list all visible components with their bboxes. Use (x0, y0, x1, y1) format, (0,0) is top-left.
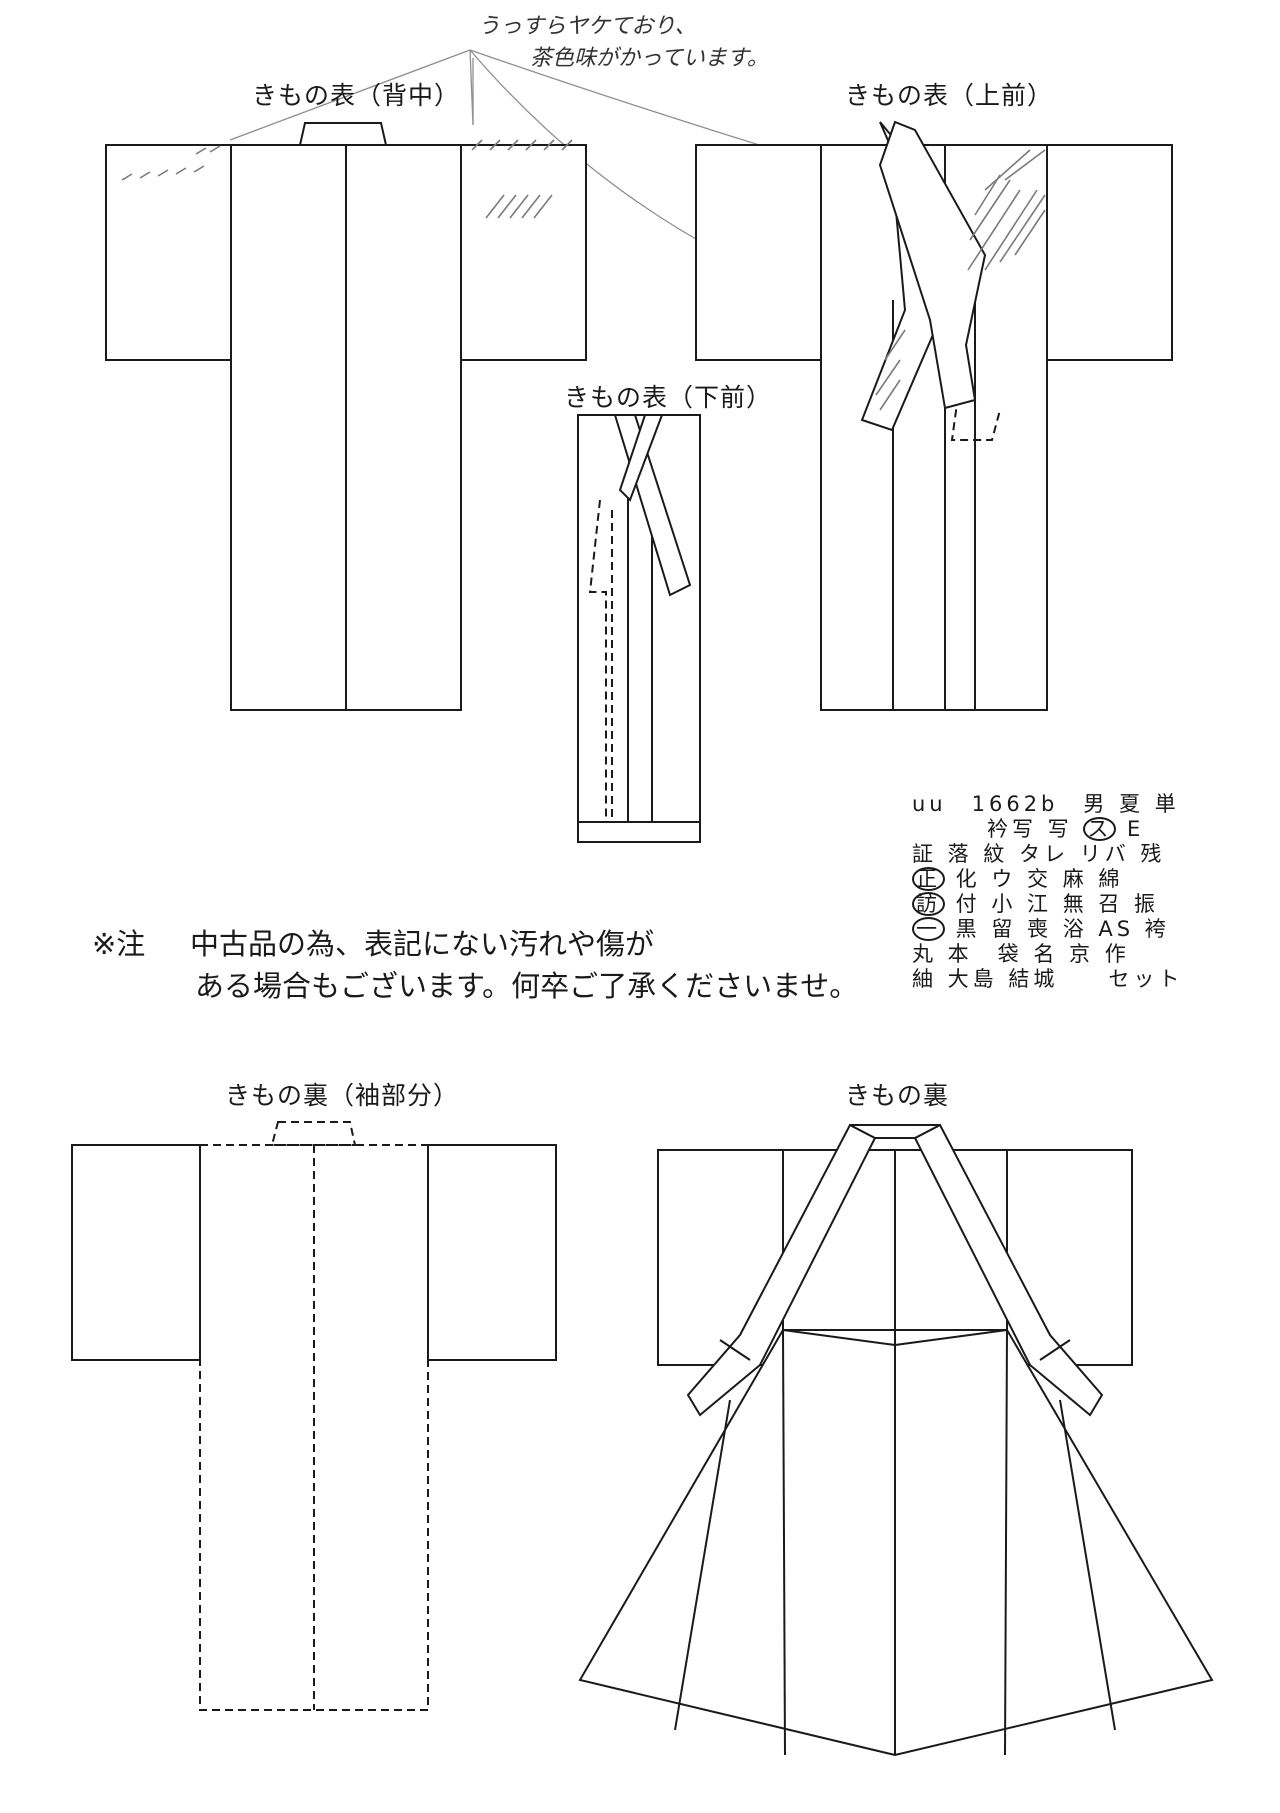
code-row: uu 1662b 男 夏 単 (912, 792, 1180, 816)
kimono-lower-front-view (577, 414, 701, 843)
label-lining: きもの裏 (845, 1081, 950, 1110)
lower-collar-b (618, 414, 664, 502)
right-sleeve (1046, 144, 1173, 361)
collar (270, 1121, 357, 1146)
left-sleeve (695, 144, 822, 361)
stain-hatch-upper-front (875, 149, 1046, 411)
left-sleeve (71, 1144, 201, 1361)
code-row: 一 黒 留 喪 浴 AS 袴 (912, 917, 1183, 942)
label-lining-sleeve: きもの裏（袖部分） (225, 1081, 460, 1110)
kimono-lining-view (578, 1123, 1214, 1757)
outer-collar (878, 120, 987, 410)
kimono-lining-sleeve-view (71, 1121, 557, 1711)
note-prefix: ※注 (92, 927, 146, 961)
code-grid: uu 1662b 男 夏 単 衿写 写 ス E 証 落 紋 タレ リバ 残 正 … (912, 792, 1183, 992)
stain-hatch-left-sleeve (121, 145, 221, 181)
kimono-back-view (105, 122, 587, 711)
kimono-upper-front-view (695, 120, 1173, 711)
right-sleeve (460, 144, 587, 361)
stain-hatch-right-sleeve (471, 139, 573, 219)
label-back: きもの表（背中） (252, 81, 461, 110)
circled-mark: 正 (912, 867, 945, 891)
circled-mark: ス (1083, 817, 1117, 841)
code-row: 訪 付 小 江 無 召 振 (912, 892, 1183, 917)
unlined-body (199, 1144, 429, 1711)
stain-annotation-line2: 茶色味がかっています。 (530, 46, 769, 71)
code-row: 丸 本 袋 名 京 作 (912, 942, 1130, 966)
back-collar (298, 122, 388, 146)
note-line1: 中古品の為、表記にない汚れや傷が (190, 927, 655, 961)
code-row: 証 落 紋 タレ リバ 残 (912, 842, 1166, 866)
hidden-edge-left (588, 499, 607, 822)
code-row: 正 化 ウ 交 麻 綿 (912, 867, 1183, 892)
right-sleeve (427, 1144, 557, 1361)
collar-top (849, 1124, 941, 1139)
stain-annotation-line1: うっすらヤケており、 (478, 14, 697, 39)
code-row: 衿写 写 ス E (912, 817, 1145, 841)
circled-mark: 一 (912, 917, 945, 941)
label-upper-front: きもの表（上前） (845, 81, 1054, 110)
code-row: 紬 大島 結城 セット (912, 967, 1184, 991)
left-sleeve (105, 144, 232, 361)
circled-mark: 訪 (912, 892, 945, 916)
note-line2: ある場合もございます。何卒ご了承くださいませ。 (195, 969, 859, 1003)
label-lower-front: きもの表（下前） (564, 383, 773, 412)
